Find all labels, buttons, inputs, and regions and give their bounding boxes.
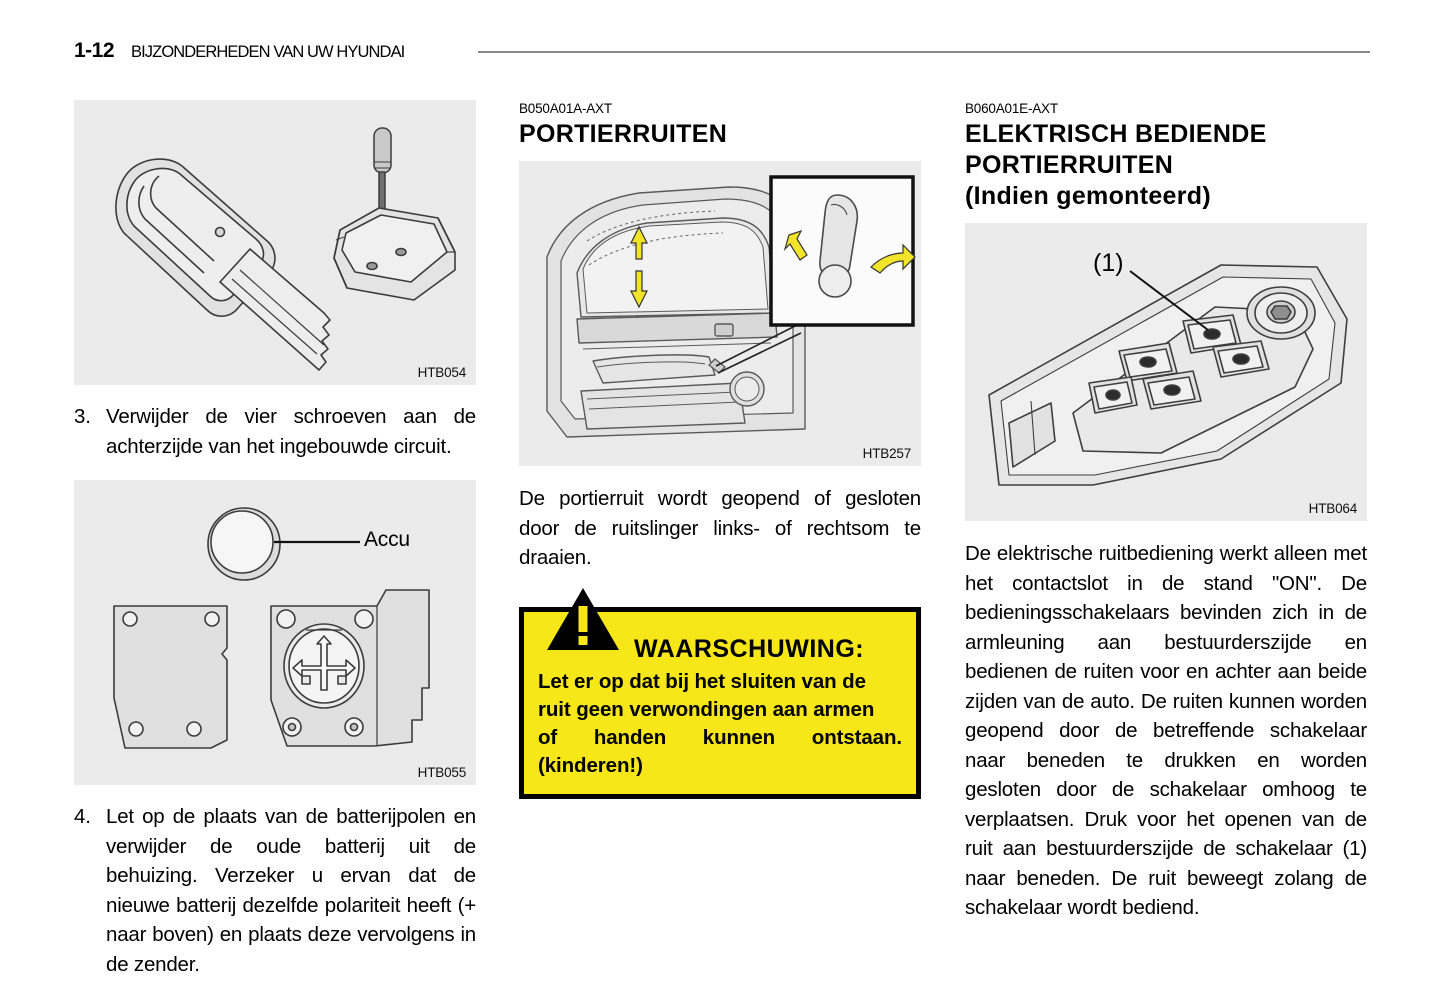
warning-line-4: (kinderen!) bbox=[538, 753, 643, 777]
warning-triangle-icon bbox=[547, 587, 619, 650]
warning-body: Let er op dat bij het sluiten van de rui… bbox=[538, 668, 902, 780]
right-column: B060A01E-AXT ELEKTRISCH BEDIENDE PORTIER… bbox=[965, 100, 1367, 923]
power-window-switch-panel-illustration: (1) bbox=[965, 223, 1367, 521]
door-window-crank-illustration bbox=[519, 161, 921, 466]
step-4-text: Let op de plaats van de batterijpolen en… bbox=[106, 805, 476, 976]
header-title: BIJZONDERHEDEN VAN UW HYUNDAI bbox=[131, 43, 405, 61]
warning-box: WAARSCHUWING: Let er op dat bij het slui… bbox=[519, 587, 921, 799]
warning-line-1: Let er op dat bij het sluiten van de bbox=[538, 669, 866, 693]
figure-key-transmitter: HTB054 bbox=[74, 100, 476, 385]
step-3-paragraph: 3. Verwijder de vier schroeven aan de ac… bbox=[74, 402, 476, 461]
figure-code-htb064: HTB064 bbox=[1308, 501, 1358, 516]
window-direction-arrows bbox=[630, 225, 648, 309]
warning-callout: WAARSCHUWING: Let er op dat bij het slui… bbox=[519, 587, 921, 799]
step-3-marker: 3. bbox=[74, 405, 91, 428]
step-4-paragraph: 4. Let op de plaats van de batterijpolen… bbox=[74, 802, 476, 979]
battery-housing-illustration bbox=[74, 480, 476, 785]
switch-callout-label: (1) bbox=[1093, 249, 1124, 277]
warning-heading: WAARSCHUWING: bbox=[634, 634, 865, 663]
section-title-elektrisch-line1: ELEKTRISCH BEDIENDE bbox=[965, 120, 1267, 148]
section-code-portierruiten: B050A01A-AXT bbox=[519, 101, 612, 116]
page-number: 1-12 bbox=[74, 39, 115, 62]
door-window-paragraph: De portierruit wordt geopend of gesloten… bbox=[519, 487, 921, 569]
section-title-elektrisch-line2: PORTIERRUITEN bbox=[965, 151, 1174, 179]
figure-code-htb055: HTB055 bbox=[417, 765, 467, 780]
step-4-marker: 4. bbox=[74, 805, 91, 828]
left-column: HTB054 3. Verwijder de vier schroeven aa… bbox=[74, 100, 476, 979]
section-title-elektrisch-line3: (Indien gemonteerd) bbox=[965, 182, 1211, 210]
warning-line-2: ruit geen verwondingen aan armen bbox=[538, 697, 875, 721]
step-3-text: Verwijder de vier schroeven aan de achte… bbox=[106, 405, 476, 458]
section-code-elektrisch: B060A01E-AXT bbox=[965, 101, 1058, 116]
middle-column: B050A01A-AXT PORTIERRUITEN bbox=[519, 100, 921, 799]
key-transmitter-illustration bbox=[74, 100, 476, 385]
figure-code-htb257: HTB257 bbox=[862, 446, 912, 461]
figure-code-htb054: HTB054 bbox=[417, 365, 467, 380]
battery-label: Accu bbox=[364, 528, 410, 551]
figure-door-window-crank: HTB257 bbox=[519, 161, 921, 466]
power-window-paragraph: De elektrische ruitbediening werkt allee… bbox=[965, 542, 1367, 919]
section-title-portierruiten: PORTIERRUITEN bbox=[519, 120, 728, 148]
figure-power-window-switches: (1) HTB064 bbox=[965, 223, 1367, 521]
figure-battery-housing: Accu HTB055 bbox=[74, 480, 476, 785]
switch-callout-leader bbox=[1129, 270, 1209, 331]
header-divider-rule bbox=[478, 51, 1370, 53]
page-header: 1-12 BIJZONDERHEDEN VAN UW HYUNDAI bbox=[0, 0, 1445, 78]
